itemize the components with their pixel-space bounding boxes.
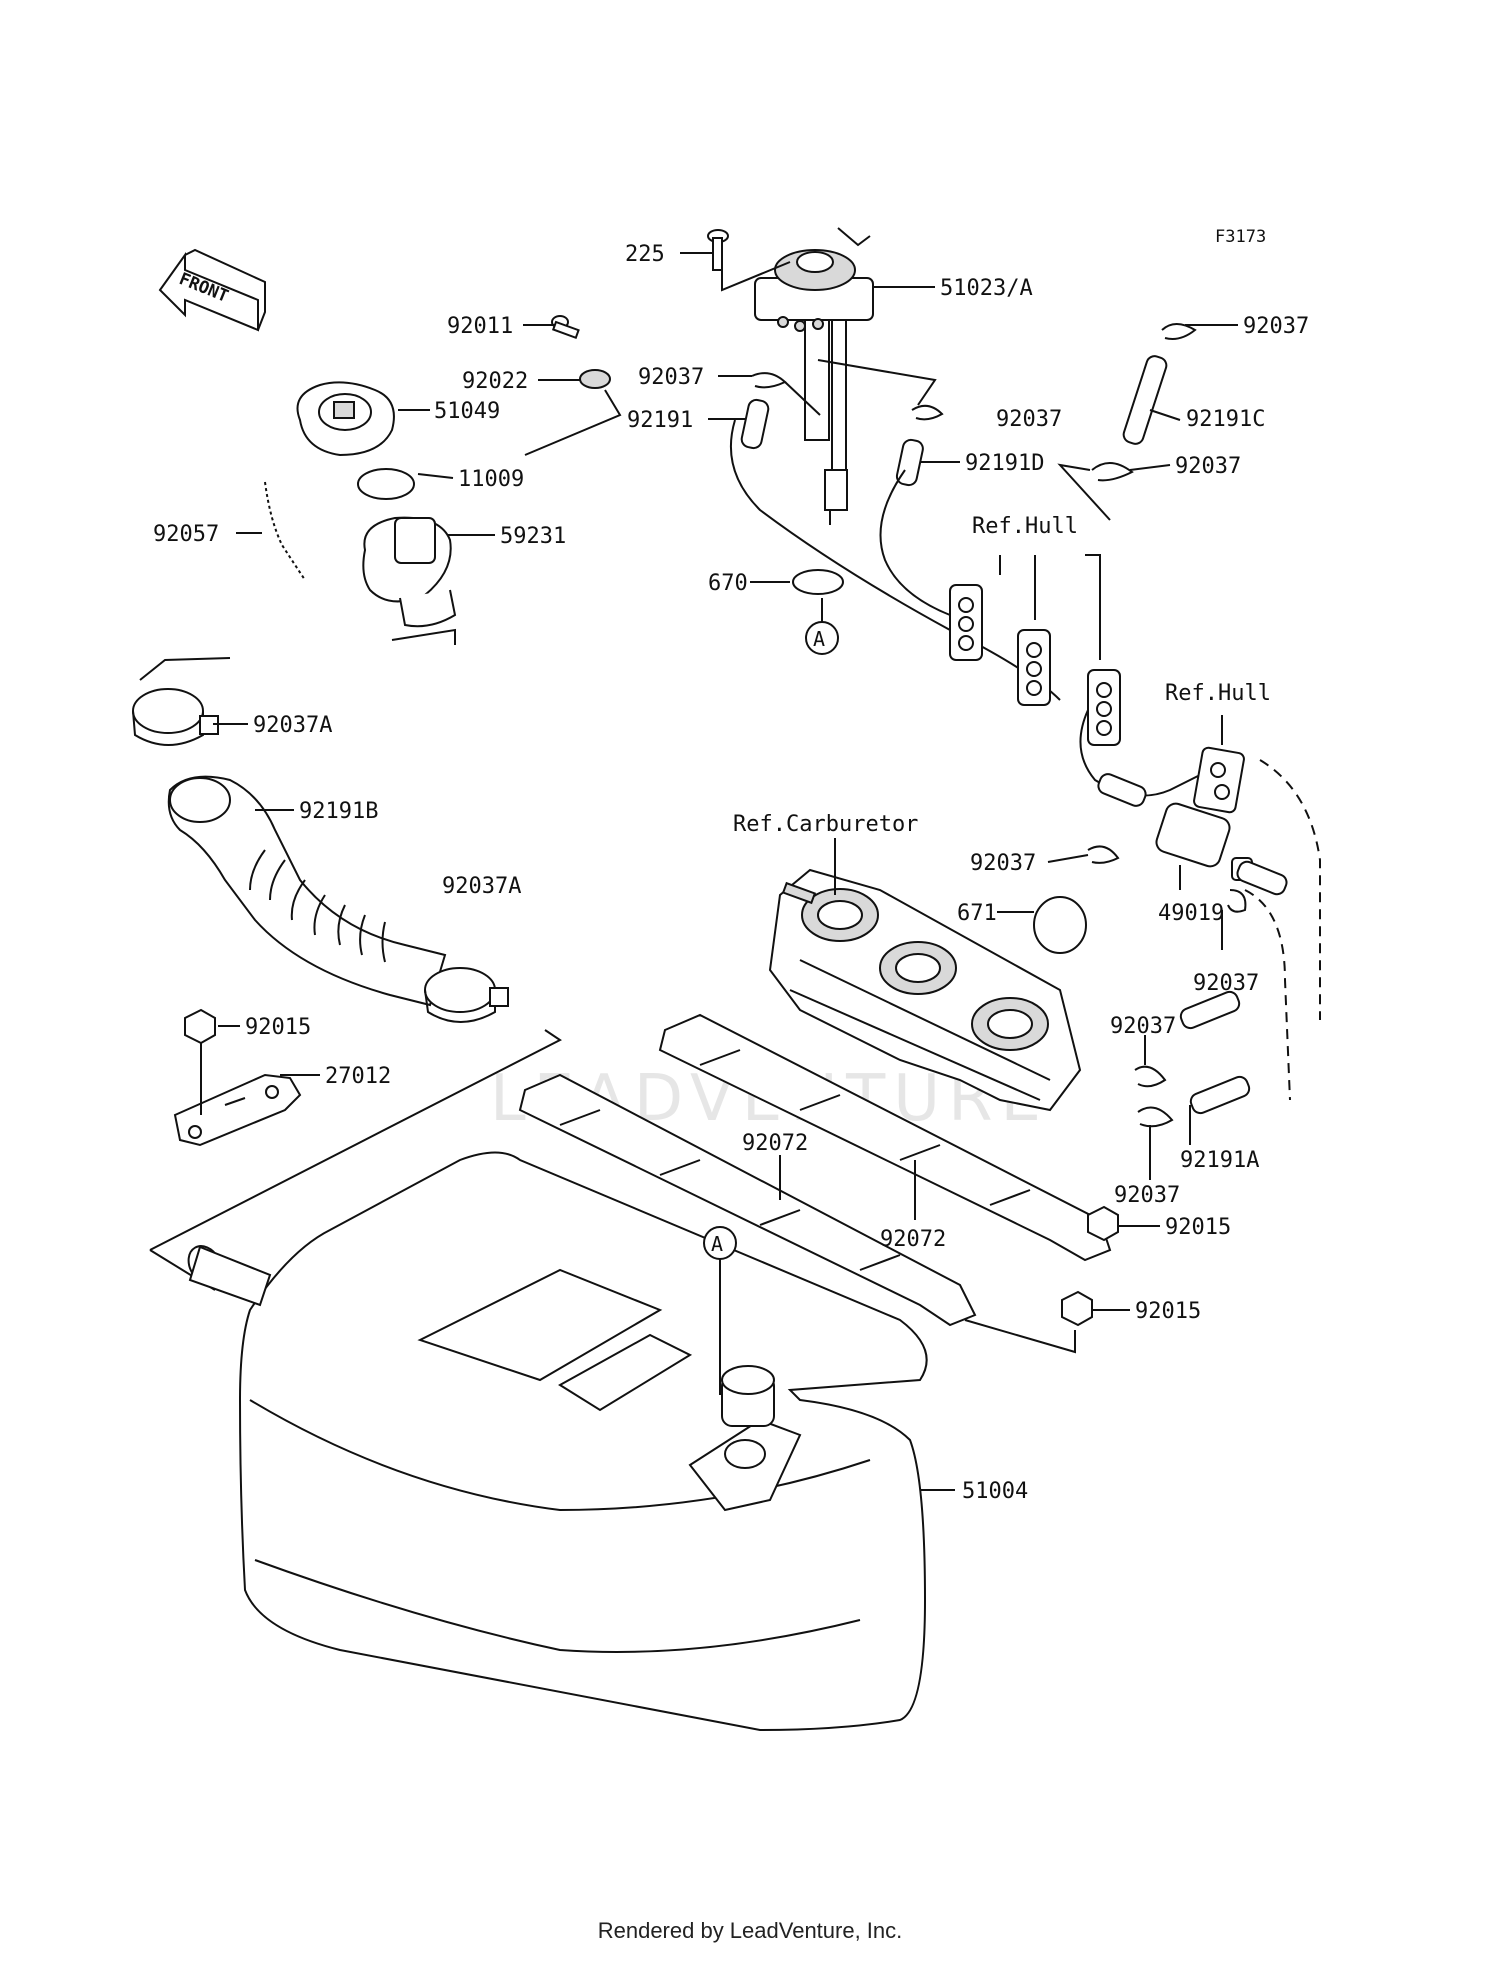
clamp-92037-filter-lower: [1227, 889, 1247, 913]
hose-92191C: [1122, 355, 1168, 445]
label-92191: 92191: [627, 408, 693, 433]
filler-cap-51049: [296, 381, 395, 457]
label-92037-filter: 92037: [970, 851, 1036, 876]
label-92015-left: 92015: [245, 1015, 311, 1040]
label-92037A-top: 92037A: [253, 713, 332, 738]
label-59231: 59231: [500, 524, 566, 549]
clamp-92037-pump: [751, 372, 787, 389]
svg-text:A: A: [711, 1232, 723, 1256]
bracket-27012: [173, 1073, 302, 1147]
label-11009: 11009: [458, 467, 524, 492]
hose-92191A-upper: [1179, 990, 1241, 1030]
label-27012: 27012: [325, 1064, 391, 1089]
label-92037-top-right: 92037: [1243, 314, 1309, 339]
clamp-92037A-bottom: [424, 967, 509, 1023]
label-92191C: 92191C: [1186, 407, 1265, 432]
label-92011: 92011: [447, 314, 513, 339]
clamp-92037-lower2: [1137, 1106, 1174, 1128]
nut-92015-right1: [1087, 1205, 1119, 1242]
label-670: 670: [708, 571, 748, 596]
carburetor-assembly: [768, 868, 1082, 1112]
label-92037-lower2: 92037: [1114, 1183, 1180, 1208]
fuel-pump-assembly: [754, 249, 874, 525]
label-92072-a: 92072: [742, 1131, 808, 1156]
strap-band-92072-upper: [658, 1013, 1112, 1262]
hose-92191A-lower: [1189, 1075, 1251, 1115]
clamp-92037-filter: [1087, 845, 1120, 864]
label-92191B: 92191B: [299, 799, 378, 824]
hose-clip-1: [949, 584, 983, 661]
hose-92191: [740, 398, 770, 450]
label-92015-right1: 92015: [1165, 1215, 1231, 1240]
fuel-filter-49019: [1097, 773, 1288, 896]
ref-carburetor-label: Ref.Carburetor: [733, 812, 918, 837]
label-51004: 51004: [962, 1479, 1028, 1504]
label-51023A: 51023/A: [940, 276, 1033, 301]
bolt-225: [707, 229, 729, 271]
label-92037-pump: 92037: [638, 365, 704, 390]
gasket-11009: [357, 468, 415, 500]
ref-hull-label-2: Ref.Hull: [1165, 681, 1271, 706]
hose-clip-4: [1193, 746, 1245, 814]
screw-92011: [551, 315, 580, 340]
label-92037-lower1: 92037: [1110, 1014, 1176, 1039]
clamp-92037A-top: [132, 688, 219, 746]
front-arrow-icon: FRONT: [158, 248, 266, 332]
fuel-tank-51004: [187, 1151, 928, 1732]
label-92037A-bottom: 92037A: [442, 874, 521, 899]
label-92191D: 92191D: [965, 451, 1044, 476]
hose-clip-3: [1087, 669, 1121, 746]
label-92022: 92022: [462, 369, 528, 394]
label-92037-right: 92037: [1175, 454, 1241, 479]
clamp-92037-mid: [911, 404, 944, 421]
svg-text:A: A: [813, 627, 825, 651]
reference-marker-a-bottom: A: [703, 1226, 737, 1260]
footer-credit: Rendered by LeadVenture, Inc.: [597, 1918, 903, 1943]
clamp-92037-right: [1091, 462, 1134, 482]
label-51049: 51049: [434, 399, 500, 424]
label-225: 225: [625, 242, 665, 267]
clamp-92037-top: [1161, 323, 1197, 340]
o-ring-670: [792, 569, 844, 595]
nut-92015-right2: [1061, 1290, 1093, 1327]
clamp-92037-lower1: [1134, 1065, 1167, 1088]
ref-hull-label-1: Ref.Hull: [972, 514, 1078, 539]
label-671: 671: [957, 901, 997, 926]
strap-band-92072-lower: [518, 1073, 977, 1327]
label-92037-filter-lower: 92037: [1193, 971, 1259, 996]
hose-clip-2: [1017, 629, 1051, 706]
label-92191A: 92191A: [1180, 1148, 1259, 1173]
reference-marker-a-top: A: [805, 621, 839, 655]
label-92072-b: 92072: [880, 1227, 946, 1252]
o-ring-671: [1033, 896, 1087, 954]
label-92015-right2: 92015: [1135, 1299, 1201, 1324]
label-49019: 49019: [1158, 901, 1224, 926]
washer-92022: [579, 369, 611, 389]
tank-filler-inlet: [187, 1245, 272, 1307]
label-92057: 92057: [153, 522, 219, 547]
filler-neck-59231: [362, 516, 457, 628]
figure-code: F3173: [1215, 227, 1266, 247]
nut-92015-left: [184, 1008, 216, 1045]
tether-92057: [264, 481, 306, 581]
label-92037-mid: 92037: [996, 407, 1062, 432]
